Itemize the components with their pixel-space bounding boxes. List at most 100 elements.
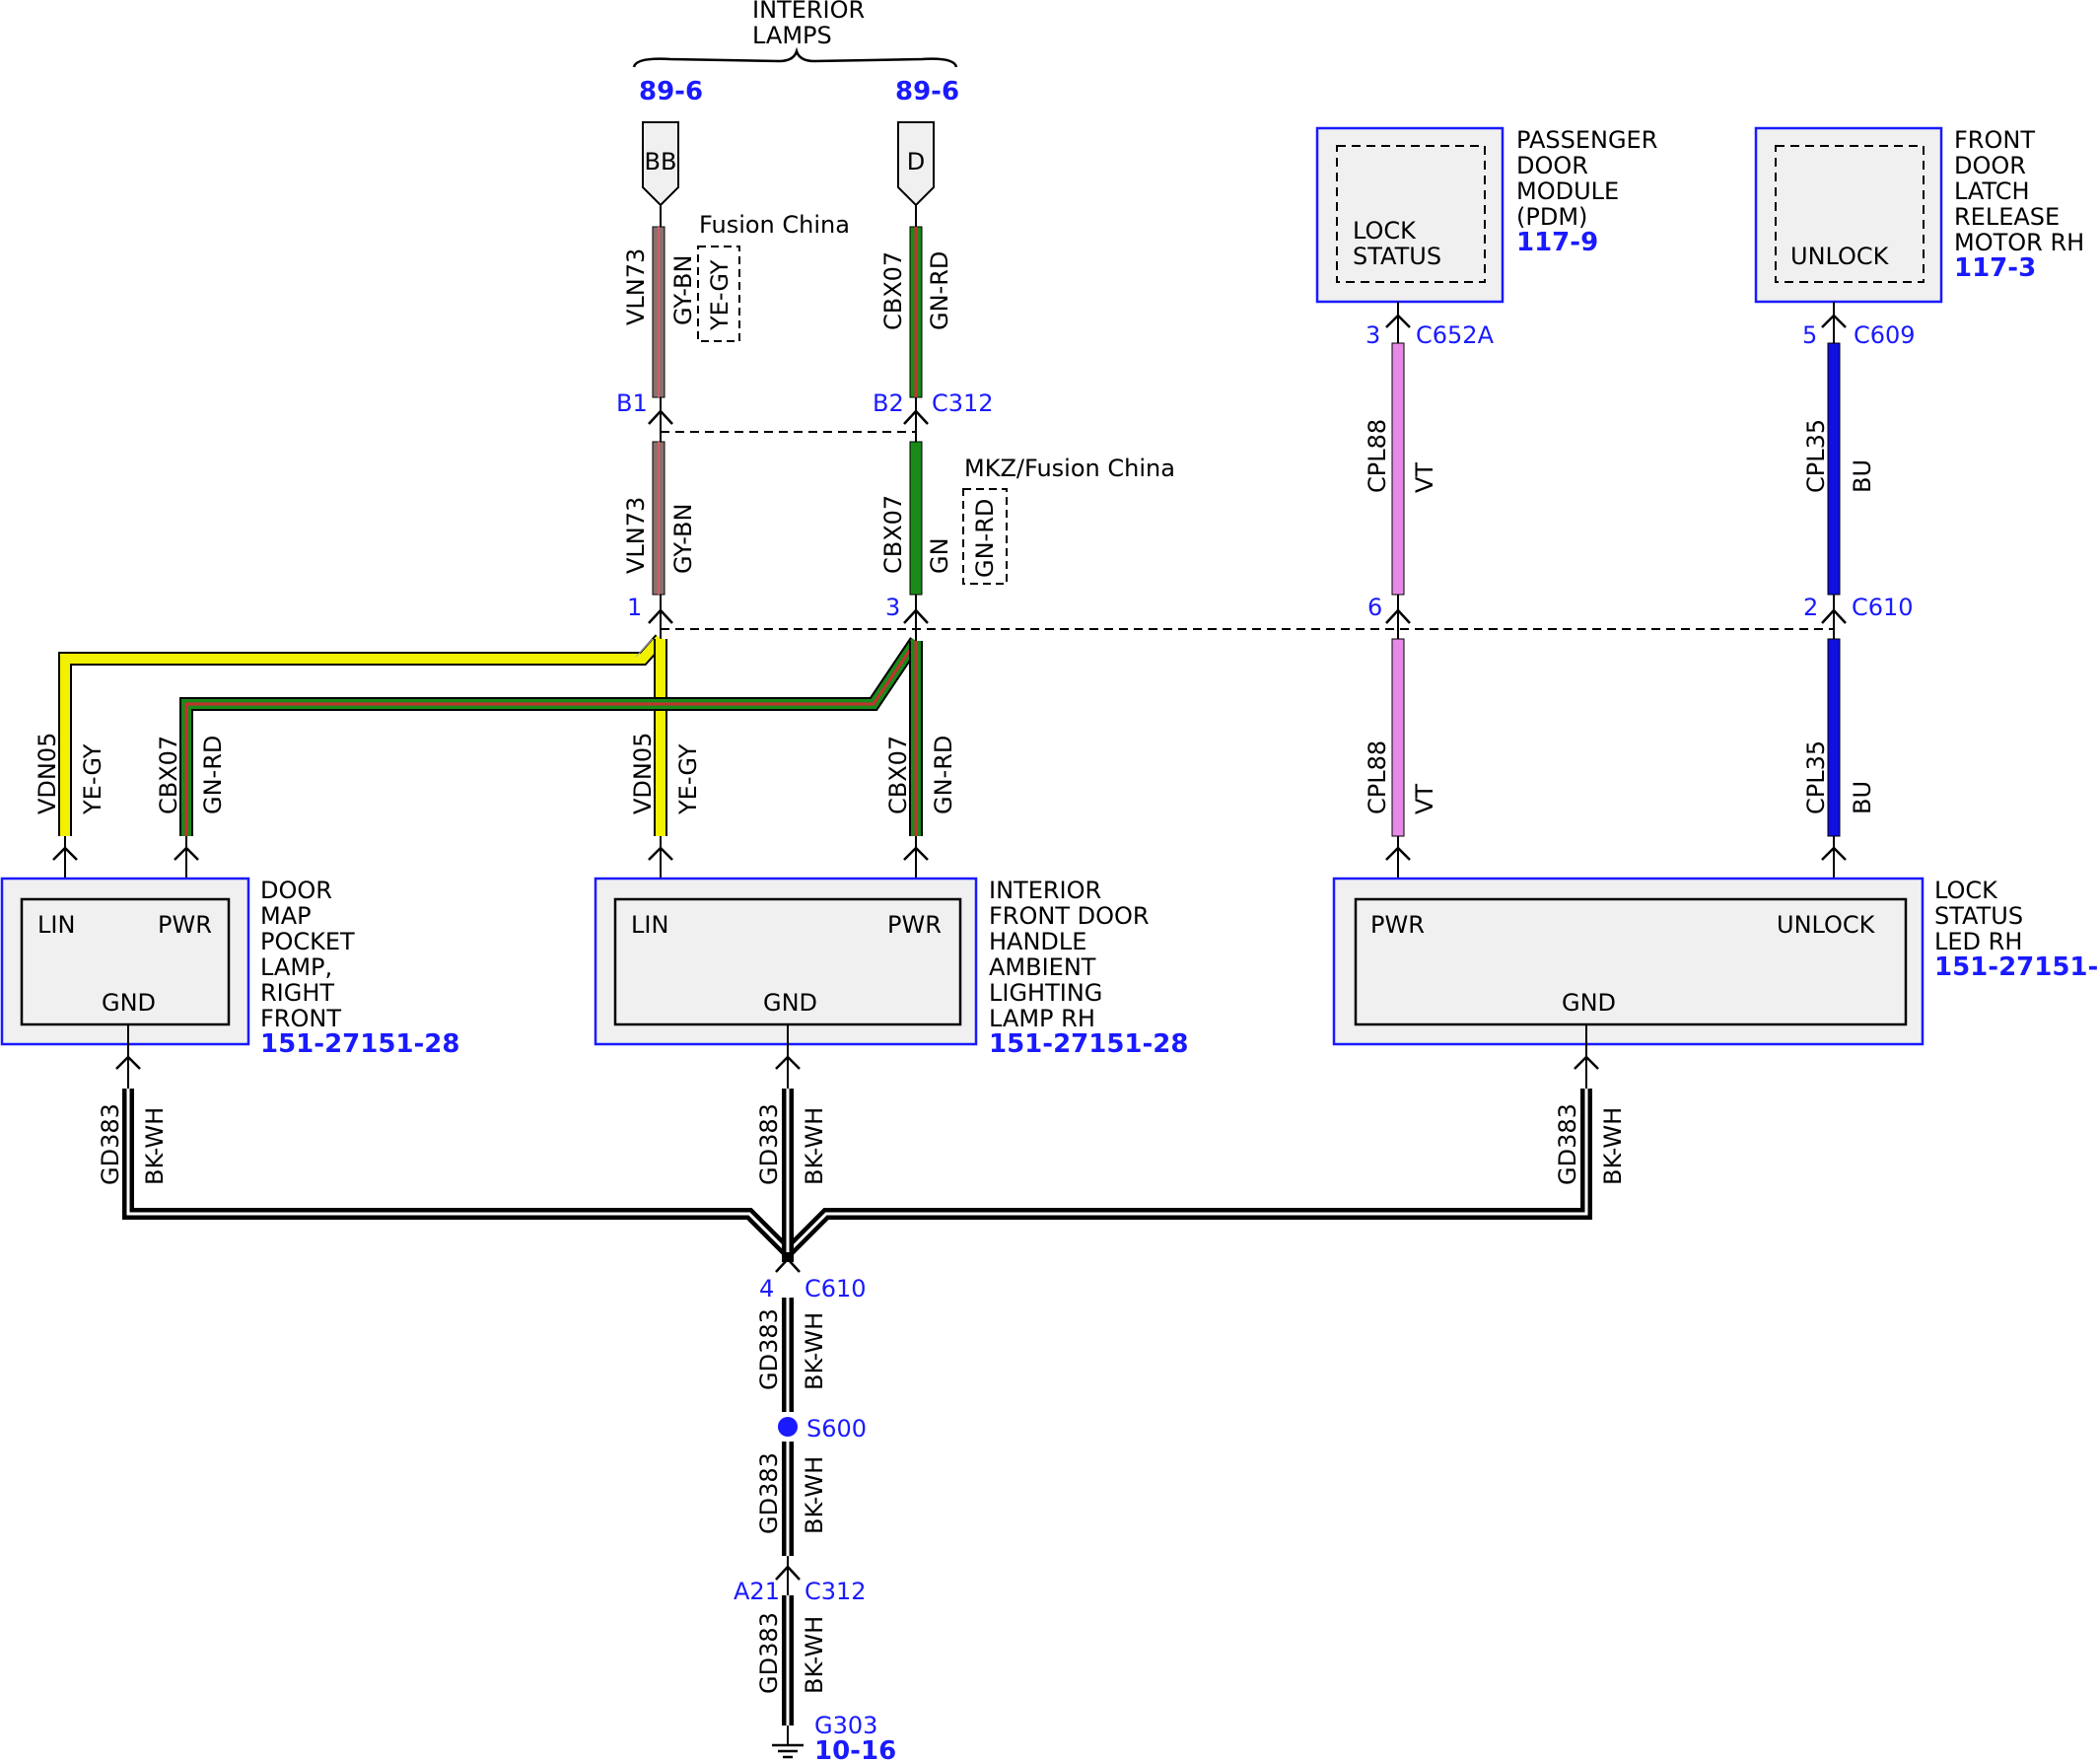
wire-gd383-center-color: BK-WH (801, 1107, 828, 1185)
wire-vln73-upper-color: GY-BN (669, 255, 697, 325)
handle-ref[interactable]: 151-27151-28 (989, 1029, 1189, 1059)
wire-vln73-mid[interactable]: VLN73 GY-BN (622, 441, 697, 596)
wire-vln73-mid-circuit: VLN73 (622, 497, 650, 574)
wire-cpl88-lower-color: VT (1411, 784, 1438, 814)
led-label-1: LOCK (1934, 877, 1998, 904)
handle-pin-pwr: PWR (887, 911, 942, 939)
module-door-map-lamp[interactable]: LIN PWR GND (0, 877, 250, 1046)
pdm-label-1: PASSENGER (1516, 126, 1657, 154)
wire-cpl88-upper[interactable]: CPL88 VT (1364, 342, 1438, 596)
door-map-label-4: LAMP, (260, 953, 332, 981)
wire-cpl35-upper[interactable]: CPL35 BU (1802, 342, 1876, 596)
wire-cbx07-mid-alt-color: GN-RD (971, 499, 999, 578)
wire-gd383-a-color: BK-WH (801, 1312, 828, 1390)
latch-label-2: DOOR (1954, 152, 2026, 179)
connector-c610-bottom[interactable]: C610 (805, 1275, 867, 1303)
door-map-label-5: RIGHT (260, 979, 334, 1007)
pin-6: 6 (1367, 594, 1382, 621)
door-map-label-1: DOOR (260, 877, 332, 904)
wire-gd383-b-circuit: GD383 (755, 1452, 783, 1534)
led-label-2: STATUS (1934, 902, 2023, 930)
connector-c610-top[interactable]: C610 (1852, 594, 1914, 621)
handle-label-6: LAMP RH (989, 1005, 1095, 1032)
pdm-label-4: (PDM) (1516, 203, 1587, 231)
pdm-lock-status-line2: STATUS (1353, 243, 1441, 270)
wire-cpl35-lower[interactable]: CPL35 BU (1802, 638, 1876, 837)
connector-bb-label: BB (645, 148, 677, 176)
pin-a21: A21 (734, 1578, 780, 1605)
pdm-lock-status-line1: LOCK (1353, 217, 1417, 245)
pdm-ref[interactable]: 117-9 (1516, 228, 1598, 257)
connector-c312-bottom[interactable]: C312 (805, 1578, 867, 1605)
wire-gd383-c[interactable]: GD383 BK-WH (755, 1595, 828, 1726)
connector-c312-top[interactable]: C312 (932, 389, 994, 417)
module-latch[interactable]: UNLOCK (1754, 126, 1943, 304)
pin-1: 1 (627, 594, 642, 621)
latch-label-3: LATCH (1954, 177, 2030, 205)
wire-gd383-right-color: BK-WH (1599, 1107, 1627, 1185)
led-pin-unlock: UNLOCK (1777, 911, 1876, 939)
wire-vdn05-routing[interactable] (58, 634, 667, 836)
latch-label-5: MOTOR RH (1954, 229, 2084, 256)
handle-label-1: INTERIOR (989, 877, 1101, 904)
door-map-ref[interactable]: 151-27151-28 (260, 1029, 460, 1059)
interior-lamps-brace (632, 46, 958, 68)
ground-harness[interactable] (122, 1089, 1592, 1262)
fusion-china-note: Fusion China (699, 211, 850, 239)
module-door-handle-lamp[interactable]: LIN PWR GND (594, 877, 978, 1046)
interior-lamps-header: INTERIOR LAMPS 89-6 89-6 (632, 0, 959, 106)
door-map-pin-lin: LIN (37, 911, 75, 939)
wire-cbx07-upper-color: GN-RD (926, 251, 953, 330)
wire-gd383-c-color: BK-WH (801, 1616, 828, 1694)
fusion-china-alt-box (697, 246, 740, 342)
pdm-label-2: DOOR (1516, 152, 1588, 179)
interior-lamps-title-line1: INTERIOR (752, 0, 865, 24)
latch-label-4: RELEASE (1954, 203, 2060, 231)
connector-c652a[interactable]: C652A (1416, 321, 1495, 349)
ground-g303-ref[interactable]: 10-16 (814, 1736, 896, 1761)
wire-cbx07-center-color: GN-RD (930, 736, 957, 814)
wire-vln73-upper-circuit: VLN73 (622, 248, 650, 325)
door-map-pin-gnd: GND (102, 989, 156, 1017)
module-pdm[interactable]: LOCK STATUS (1315, 126, 1505, 304)
wire-vln73-upper[interactable]: VLN73 GY-BN YE-GY (622, 226, 740, 398)
c610-top-arrows (648, 595, 1847, 641)
wire-gd383-b-color: BK-WH (801, 1456, 828, 1534)
door-map-label-6: FRONT (260, 1005, 341, 1032)
pin-3: 3 (885, 594, 900, 621)
wire-cbx07-routing[interactable] (179, 637, 923, 836)
wire-cbx07-upper[interactable]: CBX07 GN-RD (879, 226, 953, 398)
door-map-label-2: MAP (260, 902, 312, 930)
latch-pin: 5 (1802, 321, 1817, 349)
c610-bottom-pin: 4 (759, 1275, 774, 1303)
wire-cpl35-lower-color: BU (1849, 781, 1876, 814)
wire-cbx07-left-circuit: CBX07 (155, 736, 182, 814)
wire-gd383-a[interactable]: GD383 BK-WH (755, 1298, 828, 1412)
wire-gd383-b[interactable]: GD383 BK-WH (755, 1442, 828, 1556)
led-pin-pwr: PWR (1370, 911, 1425, 939)
ground-g303: G303 (814, 1712, 877, 1739)
wire-cbx07-center-circuit: CBX07 (884, 736, 912, 814)
ground-symbol-icon (772, 1726, 804, 1759)
connector-c609[interactable]: C609 (1854, 321, 1916, 349)
wire-cbx07-mid[interactable]: CBX07 GN GN-RD (879, 441, 1008, 596)
wire-cpl88-lower[interactable]: CPL88 VT (1364, 638, 1438, 837)
led-ref[interactable]: 151-27151-28 (1934, 952, 2100, 982)
wire-gd383-a-circuit: GD383 (755, 1308, 783, 1390)
handle-label-5: LIGHTING (989, 979, 1102, 1007)
latch-label-1: FRONT (1954, 126, 2035, 154)
c312-arrow-right (903, 397, 929, 442)
module-lock-status-led[interactable]: PWR UNLOCK GND (1332, 877, 1925, 1046)
interior-lamps-ref-left[interactable]: 89-6 (639, 77, 703, 106)
wire-gd383-right-circuit: GD383 (1554, 1103, 1581, 1185)
wire-cpl88-upper-color: VT (1411, 462, 1438, 493)
interior-lamps-ref-right[interactable]: 89-6 (895, 77, 959, 106)
wire-gd383-left-color: BK-WH (141, 1107, 169, 1185)
handle-pin-gnd: GND (763, 989, 817, 1017)
connector-bb: BB (642, 121, 679, 207)
splice-s600[interactable] (778, 1417, 798, 1437)
led-pin-gnd: GND (1562, 989, 1616, 1017)
latch-ref[interactable]: 117-3 (1954, 253, 2036, 283)
wire-cpl88-upper-circuit: CPL88 (1364, 419, 1391, 493)
led-label-3: LED RH (1934, 928, 2022, 955)
